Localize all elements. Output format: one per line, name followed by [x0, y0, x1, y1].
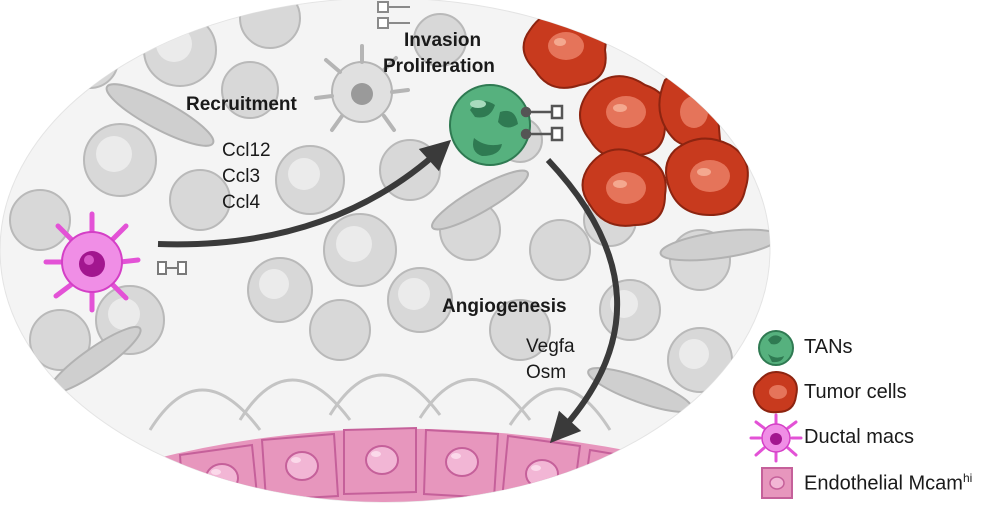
angiogenesis-gene-2: Osm: [526, 362, 567, 383]
legend-endothelial-label: Endothelial Mcamhi: [804, 471, 972, 496]
grey-arches: [148, 373, 612, 431]
invasion-label: Invasion: [404, 30, 482, 51]
legend-tumor-icon: [752, 371, 798, 414]
angiogenesis-label: Angiogenesis: [442, 296, 567, 317]
legend-endothelial-icon: [761, 467, 793, 499]
legend-tan-icon: [758, 330, 794, 366]
legend-endothelial-text: Endothelial Mcam: [804, 472, 963, 495]
angiogenesis-gene-1: Vegfa: [526, 336, 575, 357]
receptor-connectors-tan: [520, 104, 564, 142]
angiogenesis-arrow: [545, 157, 621, 444]
recruitment-gene-3: Ccl4: [222, 192, 261, 213]
recruitment-gene-1: Ccl12: [222, 140, 271, 161]
tan-cell: [449, 84, 531, 166]
grey-spindle-cells: [48, 83, 770, 413]
legend-tumor-label: Tumor cells: [804, 381, 907, 403]
receptor-connectors-left: [157, 261, 187, 275]
ductal-macrophage: [43, 211, 141, 313]
legend-tans-label: TANs: [804, 336, 853, 358]
grey-macrophage: [314, 44, 410, 132]
legend-ductal-icon: [749, 413, 803, 463]
proliferation-label: Proliferation: [383, 56, 495, 77]
receptor-connectors-top: [377, 1, 410, 29]
recruitment-gene-2: Ccl3: [222, 166, 261, 187]
recruitment-arrow: [157, 139, 452, 248]
legend-endothelial-sup: hi: [962, 471, 973, 485]
legend-ductal-label: Ductal macs: [804, 426, 915, 448]
recruitment-label: Recruitment: [186, 94, 297, 115]
